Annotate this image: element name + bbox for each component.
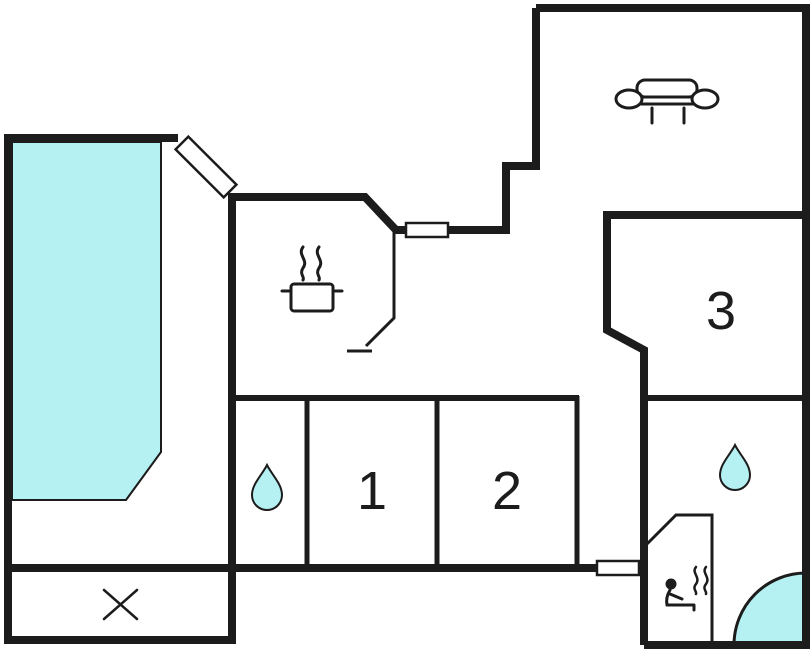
- sofa-arm-right: [690, 88, 720, 110]
- cross-mark-icon: [102, 588, 139, 621]
- wall-room3-left: [603, 211, 648, 645]
- sauna-person-arm: [668, 592, 684, 601]
- water-drop-icon: [718, 442, 752, 491]
- walls: [4, 4, 810, 649]
- sofa-arm-left: [614, 88, 644, 110]
- corner-shower-fill: [732, 571, 808, 647]
- room-label-bedroom1: 1: [357, 461, 387, 521]
- sauna-steam: [693, 565, 699, 596]
- wall-living-left-notch: [502, 8, 540, 230]
- sauna-person-icon: [665, 565, 709, 612]
- stove-pot-icon: [280, 245, 344, 313]
- cross-mark-lines: [102, 588, 139, 621]
- sauna-person-legs: [665, 603, 696, 612]
- wall-left-wing: [4, 134, 236, 644]
- water-drop-icon: [250, 462, 284, 511]
- wall-living-outer: [536, 4, 810, 649]
- pot-steam: [315, 245, 323, 282]
- pot-steam: [299, 245, 307, 282]
- sauna-person-body: [665, 588, 672, 607]
- door-opening-icon: [404, 221, 450, 239]
- wall-kitchen-top: [228, 193, 510, 234]
- room-label-bedroom2: 2: [492, 461, 522, 521]
- pool-area: [11, 141, 162, 501]
- water-drop-shape: [250, 462, 284, 511]
- door-diagonal: [173, 134, 239, 200]
- sofa-icon: [614, 78, 720, 125]
- sauna-person-head: [665, 578, 677, 590]
- water-drop-shape: [718, 442, 752, 491]
- wall-kitchen-counter: [364, 232, 396, 348]
- sofa-legs: [650, 106, 686, 125]
- sofa-backrest: [635, 78, 699, 99]
- room-label-bedroom3: 3: [706, 281, 736, 341]
- pot-body: [289, 282, 335, 313]
- door-opening-icon: [173, 134, 239, 200]
- door-opening-icon: [595, 559, 641, 577]
- sauna-steam: [703, 565, 709, 596]
- corner-shower-icon: [732, 571, 808, 647]
- wall-sauna: [643, 513, 714, 645]
